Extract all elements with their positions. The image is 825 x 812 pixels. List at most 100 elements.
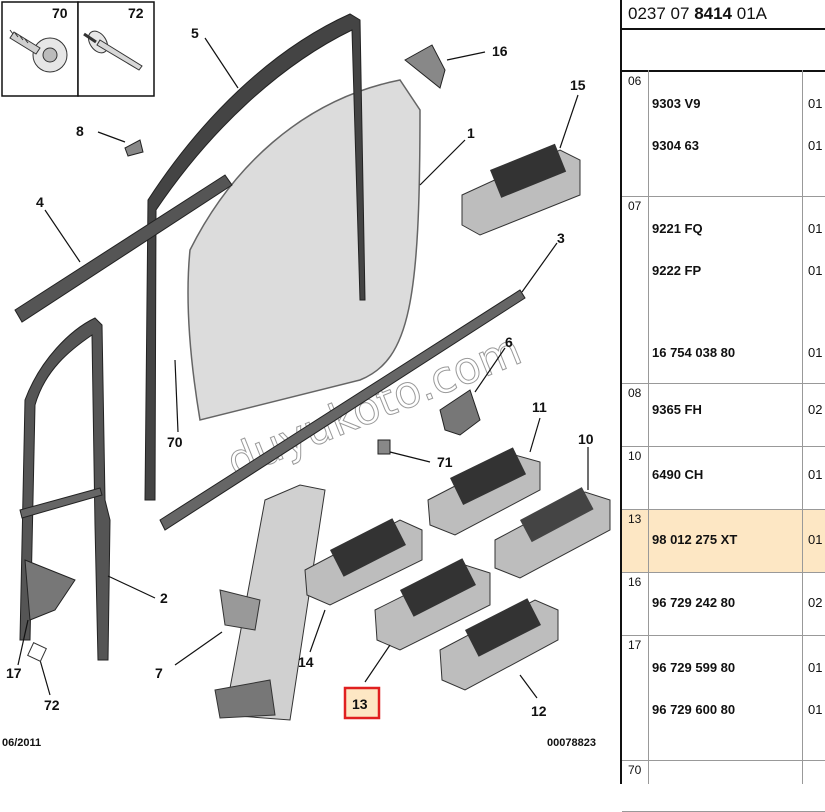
callout-72[interactable]: 72	[44, 697, 60, 713]
part-quantity: 01	[808, 263, 823, 278]
switch-panel-11	[427, 447, 541, 536]
diagram-reference: 00078823	[547, 737, 596, 749]
callout-11[interactable]: 11	[532, 399, 547, 415]
part-row[interactable]: 96 729 600 80 01	[652, 702, 825, 720]
callout-15[interactable]: 15	[570, 77, 586, 93]
part-group-13[interactable]: 13 98 012 275 XT 01	[622, 510, 825, 573]
callout-6[interactable]: 6	[505, 334, 513, 350]
callout-71[interactable]: 71	[437, 454, 453, 470]
diagram-reference-header: 0237 07 8414 01A	[628, 4, 767, 23]
part-row[interactable]: 6490 CH 01	[652, 467, 825, 485]
corner-trim-17	[24, 559, 76, 621]
switch-panel-10	[494, 487, 611, 579]
window-channel-seal	[144, 13, 366, 501]
group-number: 06	[628, 74, 642, 88]
rivet-72-icon	[83, 30, 143, 71]
callout-2[interactable]: 2	[160, 590, 168, 606]
callout-14[interactable]: 14	[298, 654, 314, 670]
clip-71	[377, 439, 391, 455]
callout-70[interactable]: 70	[167, 434, 183, 450]
part-quantity: 01	[808, 702, 823, 717]
part-quantity: 01	[808, 138, 823, 153]
part-number[interactable]: 96 729 600 80	[652, 702, 736, 717]
part-group-70[interactable]: 70	[622, 761, 825, 812]
column-divider	[802, 70, 803, 784]
part-number[interactable]: 6490 CH	[652, 467, 704, 482]
part-number[interactable]: 98 012 275 XT	[652, 532, 738, 547]
part-quantity: 01	[808, 467, 823, 482]
window-regulator	[214, 484, 326, 721]
part-number[interactable]: 96 729 242 80	[652, 595, 736, 610]
switch-panel-12	[439, 598, 559, 691]
leader-lines	[17, 37, 589, 699]
table-header-bar	[622, 28, 825, 72]
part-quantity: 02	[808, 402, 823, 417]
callout-72-top[interactable]: 72	[128, 5, 144, 21]
switch-panel-13	[374, 558, 491, 651]
switch-panel-15	[461, 143, 581, 236]
exploded-parts-diagram: 70 72 duyukoto.com	[1, 1, 611, 749]
clip-8	[124, 139, 144, 157]
outer-belt-strip	[14, 174, 233, 323]
callout-3[interactable]: 3	[557, 230, 565, 246]
part-group-17[interactable]: 17 96 729 599 80 01 96 729 600 80 01	[622, 636, 825, 761]
clip-72	[27, 642, 47, 662]
part-quantity: 01	[808, 345, 823, 360]
part-row[interactable]: 9303 V9 01	[652, 96, 825, 114]
bracket-6	[439, 389, 481, 436]
part-number[interactable]: 9222 FP	[652, 263, 702, 278]
part-row[interactable]: 98 012 275 XT 01	[652, 532, 825, 550]
callout-17[interactable]: 17	[6, 665, 22, 681]
screw-70-icon	[9, 29, 68, 73]
part-number[interactable]: 16 754 038 80	[652, 345, 736, 360]
door-frame-weatherstrip	[19, 317, 111, 661]
group-number: 70	[628, 763, 642, 777]
group-number: 16	[628, 575, 642, 589]
diagram-date: 06/2011	[2, 737, 41, 749]
part-quantity: 02	[808, 595, 823, 610]
group-number: 08	[628, 386, 642, 400]
part-number[interactable]: 9221 FQ	[652, 221, 703, 236]
callout-12[interactable]: 12	[531, 703, 547, 719]
part-quantity: 01	[808, 660, 823, 675]
part-group-08[interactable]: 08 9365 FH 02	[622, 384, 825, 447]
callout-10[interactable]: 10	[578, 431, 594, 447]
part-number[interactable]: 9304 63	[652, 138, 699, 153]
callout-7[interactable]: 7	[155, 665, 163, 681]
part-row[interactable]: 96 729 599 80 01	[652, 660, 825, 678]
part-number[interactable]: 96 729 599 80	[652, 660, 736, 675]
highlight-box-13	[343, 686, 381, 720]
callout-16[interactable]: 16	[492, 43, 508, 59]
callout-4[interactable]: 4	[36, 194, 44, 210]
callout-13[interactable]: 13	[352, 696, 368, 712]
frame-crossbar	[19, 487, 103, 519]
part-group-06[interactable]: 06 9303 V9 01 9304 63 01	[622, 72, 825, 197]
callout-5[interactable]: 5	[191, 25, 199, 41]
column-divider	[648, 70, 649, 784]
fastener-legend-boxes: 70 72	[1, 1, 155, 97]
group-number: 13	[628, 512, 642, 526]
part-quantity: 01	[808, 221, 823, 236]
part-quantity: 01	[808, 96, 823, 111]
part-row[interactable]: 16 754 038 80 01	[652, 345, 825, 363]
group-number: 10	[628, 449, 642, 463]
part-number[interactable]: 9303 V9	[652, 96, 701, 111]
part-row[interactable]: 9365 FH 02	[652, 402, 825, 420]
part-row[interactable]: 9304 63 01	[652, 138, 825, 156]
callout-1[interactable]: 1	[467, 125, 475, 141]
callout-70-top[interactable]: 70	[52, 5, 68, 21]
callout-8[interactable]: 8	[76, 123, 84, 139]
part-row[interactable]: 9222 FP 01	[652, 263, 825, 281]
switch-panel-14	[304, 518, 423, 606]
part-group-16[interactable]: 16 96 729 242 80 02	[622, 573, 825, 636]
part-row[interactable]: 96 729 242 80 02	[652, 595, 825, 613]
group-number: 17	[628, 638, 642, 652]
part-group-10[interactable]: 10 6490 CH 01	[622, 447, 825, 510]
mirror-cap-16	[404, 44, 446, 89]
part-quantity: 01	[808, 532, 823, 547]
part-number[interactable]: 9365 FH	[652, 402, 702, 417]
part-row[interactable]: 9221 FQ 01	[652, 221, 825, 239]
